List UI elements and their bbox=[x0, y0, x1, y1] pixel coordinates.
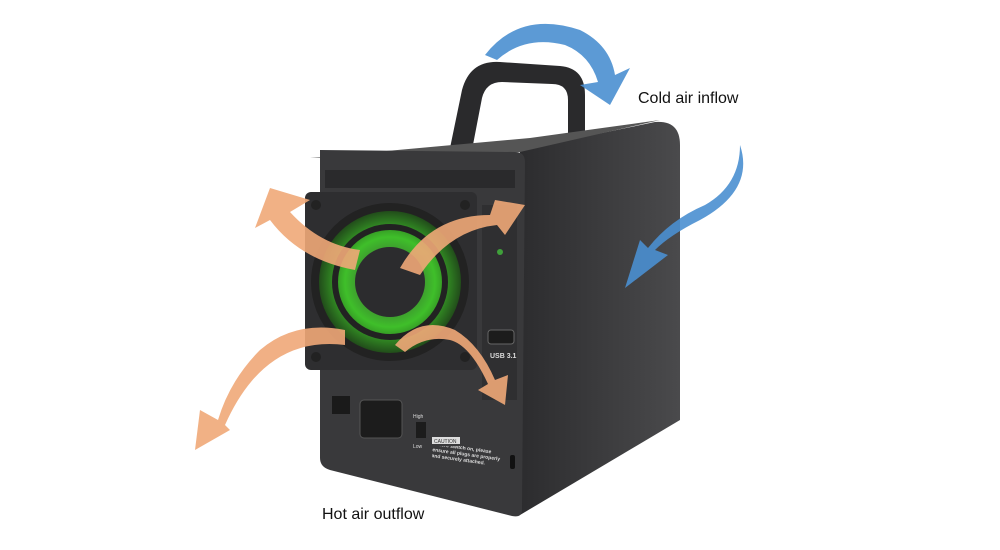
switch-high-label: High bbox=[413, 414, 424, 420]
power-inlet bbox=[359, 399, 403, 439]
power-switch[interactable] bbox=[332, 396, 350, 414]
hot-arrow-downright bbox=[395, 325, 508, 405]
handle bbox=[450, 61, 585, 150]
enclosure-side bbox=[520, 121, 680, 515]
cold-air-arrows bbox=[485, 23, 744, 288]
caution-title: CAUTION bbox=[434, 439, 457, 445]
cold-air-inflow-label: Cold air inflow bbox=[638, 90, 739, 107]
enclosure-top bbox=[310, 120, 660, 158]
cold-arrow-side bbox=[625, 145, 744, 288]
cold-arrow-top bbox=[485, 23, 630, 105]
fan-speed-switch[interactable] bbox=[416, 422, 426, 438]
hot-arrow-downleft bbox=[195, 327, 345, 450]
hot-air-arrows bbox=[195, 188, 525, 450]
switch-low-label: Low bbox=[413, 444, 423, 450]
caution-text: Before switch on, please ensure all plug… bbox=[432, 446, 501, 467]
hot-arrow-upleft bbox=[255, 188, 360, 270]
lock-slot bbox=[510, 455, 515, 469]
hot-arrow-upright bbox=[400, 200, 525, 275]
hot-air-outflow-label: Hot air outflow bbox=[322, 506, 425, 523]
usb-c-port bbox=[487, 329, 515, 345]
port-label: USB 3.1 bbox=[490, 353, 517, 360]
